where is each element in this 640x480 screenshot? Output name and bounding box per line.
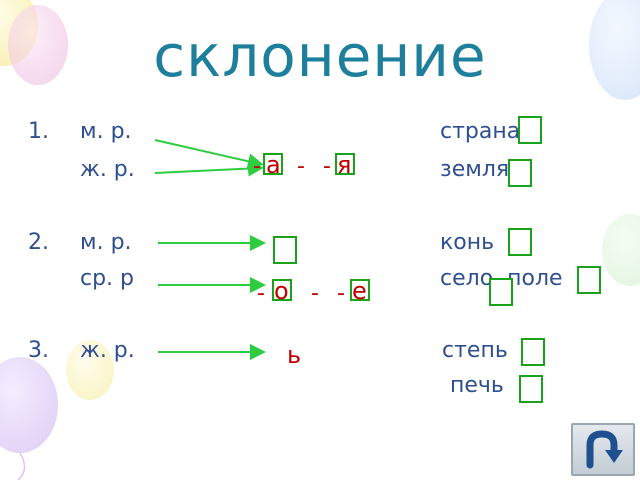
- row1-number: 1.: [28, 119, 49, 144]
- row1-gender-masc: м. р.: [80, 119, 132, 144]
- ending-dash-6: -: [337, 281, 345, 306]
- row2-number: 2.: [28, 230, 49, 255]
- ending-soft-sign: ь: [287, 341, 302, 369]
- ending-box: [272, 279, 292, 301]
- ending-ya: я: [337, 151, 352, 179]
- ending-box: [335, 153, 355, 175]
- word-strana: страна: [440, 119, 521, 144]
- row2-gender-neut: ср. р: [80, 266, 135, 291]
- arrow-1a: [154, 139, 264, 170]
- ending-dash-1: -: [253, 154, 261, 179]
- row3-gender-fem: ж. р.: [80, 338, 135, 363]
- word-ending-box: [508, 159, 532, 187]
- word-ending-box: [519, 375, 543, 403]
- ending-box: [263, 153, 283, 175]
- ending-box: [350, 279, 370, 301]
- word-ending-box: [521, 338, 545, 366]
- ending-o: о: [274, 277, 289, 305]
- u-turn-back-arrow-icon: [586, 430, 623, 469]
- word-ending-box: [489, 278, 513, 306]
- null-ending-box: [273, 236, 297, 264]
- word-zemlya: земля: [440, 157, 510, 182]
- ending-dash-3: -: [323, 154, 331, 179]
- ending-dash-4: -: [257, 281, 265, 306]
- word-ending-box: [518, 116, 542, 144]
- word-ending-box: [577, 266, 601, 294]
- slide-title: склонение: [153, 22, 487, 90]
- word-ending-box: [508, 228, 532, 256]
- ending-a: а: [266, 151, 281, 179]
- ending-e: е: [352, 277, 367, 305]
- row3-number: 3.: [28, 338, 49, 363]
- word-step: степь: [442, 338, 508, 363]
- return-button[interactable]: [571, 423, 635, 476]
- word-pech: печь: [450, 373, 504, 398]
- ending-dash-5: -: [311, 281, 319, 306]
- row1-gender-fem: ж. р.: [80, 157, 135, 182]
- ending-dash-2: -: [297, 154, 305, 179]
- arrow-1b: [154, 160, 264, 177]
- row2-gender-masc: м. р.: [80, 230, 132, 255]
- word-kon: конь: [440, 230, 495, 255]
